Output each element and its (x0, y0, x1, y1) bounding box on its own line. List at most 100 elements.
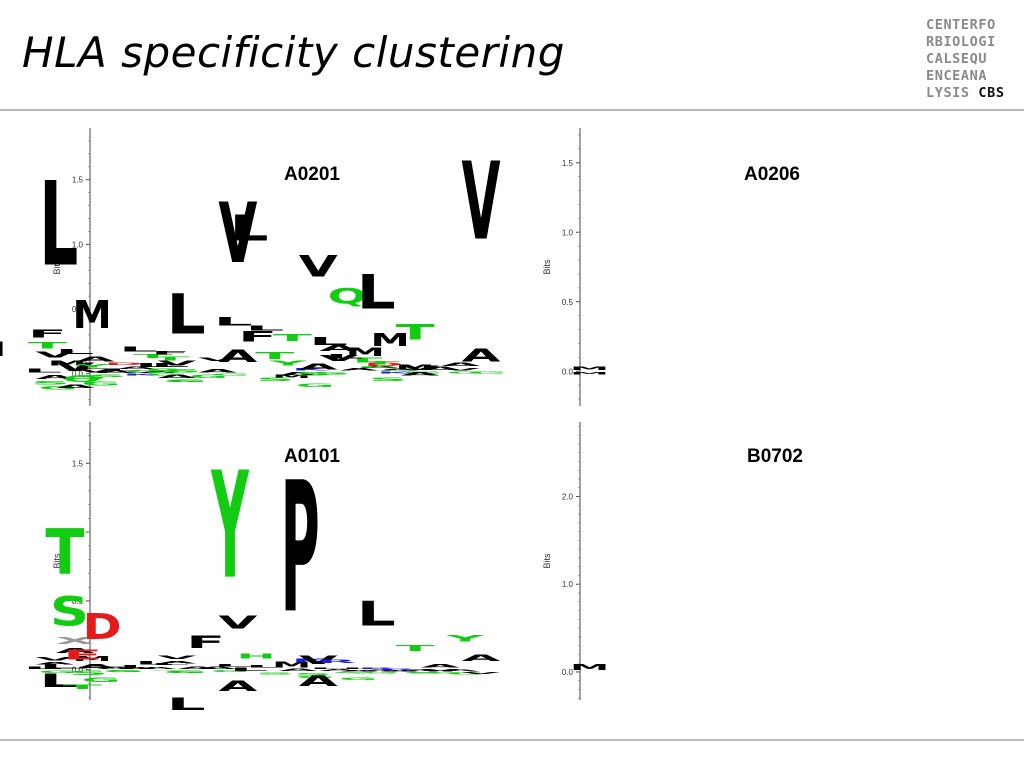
logo-letter: S (144, 367, 183, 373)
logo-letter: S (69, 670, 108, 677)
footer-rule (0, 739, 1024, 741)
logo-letter: G (39, 670, 78, 674)
y-tick-label: 1.5 (72, 459, 84, 468)
logo-letter: I (0, 338, 12, 361)
header-rule (0, 109, 1024, 111)
logo-letter: S (293, 672, 332, 676)
logo-letter: G (339, 676, 378, 680)
logo-letter: L (135, 660, 174, 665)
logo-letter: A (137, 667, 177, 670)
logo-letter: V (441, 367, 480, 371)
logo-letter: M (48, 359, 87, 367)
logo-letter: A (137, 371, 177, 374)
logo-letter: Y (268, 359, 309, 367)
logo-letter: V (76, 369, 115, 374)
logo-letter: G (403, 371, 442, 374)
logo-letter: S (163, 670, 202, 674)
logo-panel-b0702: 0.01.02.0BitsB0702ALKSGLVPAALRSGAGARSARG… (214, 422, 803, 700)
logo-letter: A (198, 369, 237, 374)
logo-letter: A (339, 670, 379, 672)
logo-letter: L (325, 353, 364, 360)
cbs-logo: CENTERFO RBIOLOGI CALSEQU ENCEANA LYSIS … (926, 17, 1016, 102)
logo-letter: T (63, 683, 102, 690)
logo-letter: L (55, 348, 94, 356)
logo-letter: K (123, 374, 163, 377)
logo-letter: M (272, 660, 311, 670)
logo-letter: G (211, 374, 250, 377)
logo-letter: F (186, 633, 225, 652)
logo-panel-a0206: 0.00.51.01.5BitsA0206KYMFLASGATMIQVLMVAT… (214, 128, 800, 406)
logo-letter: L (23, 666, 62, 670)
y-tick-label: 1.0 (72, 240, 84, 249)
logo-letter: T (151, 356, 190, 363)
logo-letter: G (125, 370, 164, 374)
y-tick-label: 1.0 (562, 228, 574, 237)
logo-letter: V (319, 353, 358, 363)
y-tick-label: 2.0 (562, 493, 574, 502)
logo-letter: C (358, 366, 397, 369)
logo-letter: S (88, 374, 127, 378)
logo-letter: A (35, 662, 75, 666)
logo-letter: Y (210, 442, 249, 613)
logo-letter: A (56, 384, 95, 389)
logo-letter: G (446, 672, 485, 675)
logo-letter: A (218, 346, 257, 365)
logo-letter: L (167, 282, 206, 346)
logo-letter: K (292, 367, 331, 371)
logo-letter: V (462, 139, 501, 264)
slide-title: HLA specificity clustering (22, 28, 565, 77)
logo-letter: G (296, 675, 335, 678)
logo-letter: S (31, 380, 70, 385)
logo-letter: L (214, 315, 253, 329)
logo-letter: T (396, 320, 436, 345)
logo-letter: L (357, 264, 396, 320)
logo-line: ENCEANA (926, 68, 988, 84)
logo-letter: P (281, 445, 320, 654)
logo-letter: A (299, 672, 338, 690)
logo-letter: M (396, 363, 435, 371)
allele-label: A0206 (744, 164, 800, 185)
logo-letter: V (218, 186, 257, 283)
logo-letter: G (360, 672, 399, 674)
logo-letter: R (317, 659, 356, 664)
y-tick-label: 0.0 (562, 668, 574, 677)
logo-letter: A (319, 669, 359, 672)
logo-letter: G (425, 672, 464, 674)
logo-letter: M (570, 663, 609, 672)
logo-letter: S (293, 371, 332, 377)
logo-letter: V (401, 365, 440, 372)
y-axis-label: Bits (542, 553, 552, 569)
logo-letter: M (73, 655, 112, 663)
logo-letter: D (364, 362, 403, 368)
logo-letter: A (421, 366, 460, 371)
logo-letter: A (441, 362, 480, 367)
logo-letter: G (168, 670, 207, 674)
logo-letter: F (238, 328, 277, 345)
logo-letter: S (50, 590, 89, 636)
logo-letter: L (103, 369, 142, 372)
logo-letter: R (358, 668, 397, 670)
logo-letter: L (167, 694, 206, 713)
logo-letter: G (189, 374, 228, 379)
logo-letter: V (299, 249, 338, 283)
logo-line: CENTERFO (926, 17, 996, 33)
y-tick-label: 0.5 (562, 298, 574, 307)
logo-letter: G (39, 385, 78, 390)
logo-letter: V (218, 612, 258, 633)
logo-letter: L (71, 366, 110, 370)
logo-letter: A (157, 660, 197, 664)
logo-letter: F (151, 350, 190, 355)
logo-line: RBIOLOGI (926, 34, 996, 50)
logo-letter: H (237, 652, 276, 660)
logo-letter: G (468, 371, 507, 374)
logo-letter: Q (328, 284, 367, 308)
logo-letter: L (309, 668, 348, 670)
logo-letter: A (441, 669, 481, 672)
logo-letter: L (341, 668, 380, 670)
logo-letter: L (119, 664, 158, 669)
logo-letter: G (446, 371, 485, 374)
logo-letter: M (371, 330, 410, 350)
y-tick-label: 0.5 (72, 597, 84, 606)
allele-label: A0201 (284, 164, 340, 185)
